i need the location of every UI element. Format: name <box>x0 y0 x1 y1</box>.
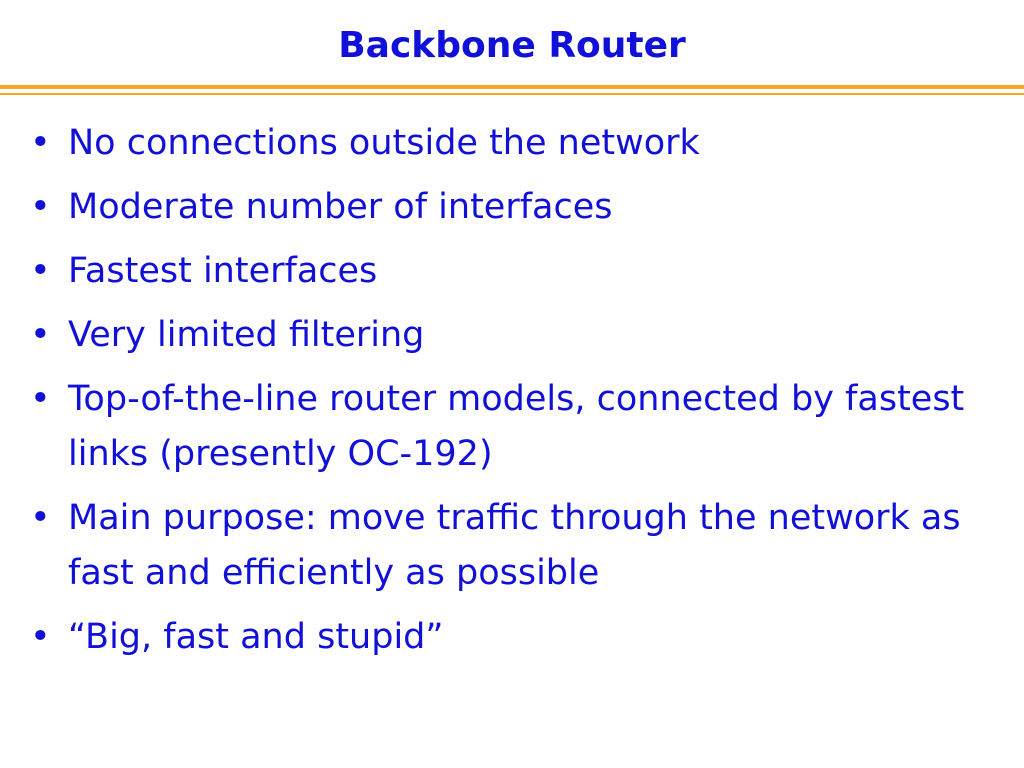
bullet-item: • Top-of-the-line router models, connect… <box>30 372 1010 482</box>
bullet-text: Top-of-the-line router models, connected… <box>68 379 965 474</box>
bullet-item: • “Big, fast and stupid” <box>30 610 1010 665</box>
bullet-item: • Fastest interfaces <box>30 244 1010 299</box>
bullet-text: Fastest interfaces <box>68 251 378 291</box>
bullet-item: • No connections outside the network <box>30 116 1010 171</box>
bullet-marker: • <box>30 123 51 163</box>
bullet-marker: • <box>30 251 51 291</box>
bullet-marker: • <box>30 498 51 538</box>
slide-title: Backbone Router <box>338 25 686 66</box>
bullet-marker: • <box>30 379 51 419</box>
bullet-text: Main purpose: move traffic through the n… <box>68 498 961 593</box>
bullet-text: No connections outside the network <box>68 123 700 163</box>
bullet-text: “Big, fast and stupid” <box>68 617 444 657</box>
bullet-marker: • <box>30 617 51 657</box>
title-divider-thin <box>0 93 1024 95</box>
bullet-item: • Very limited filtering <box>30 308 1010 363</box>
bullet-item: • Main purpose: move traffic through the… <box>30 491 1010 601</box>
title-divider-thick <box>0 85 1024 89</box>
bullet-text: Very limited filtering <box>68 315 425 355</box>
bullet-marker: • <box>30 315 51 355</box>
bullet-item: • Moderate number of interfaces <box>30 180 1010 235</box>
bullet-list: • No connections outside the network • M… <box>30 116 1010 674</box>
bullet-text: Moderate number of interfaces <box>68 187 613 227</box>
bullet-marker: • <box>30 187 51 227</box>
